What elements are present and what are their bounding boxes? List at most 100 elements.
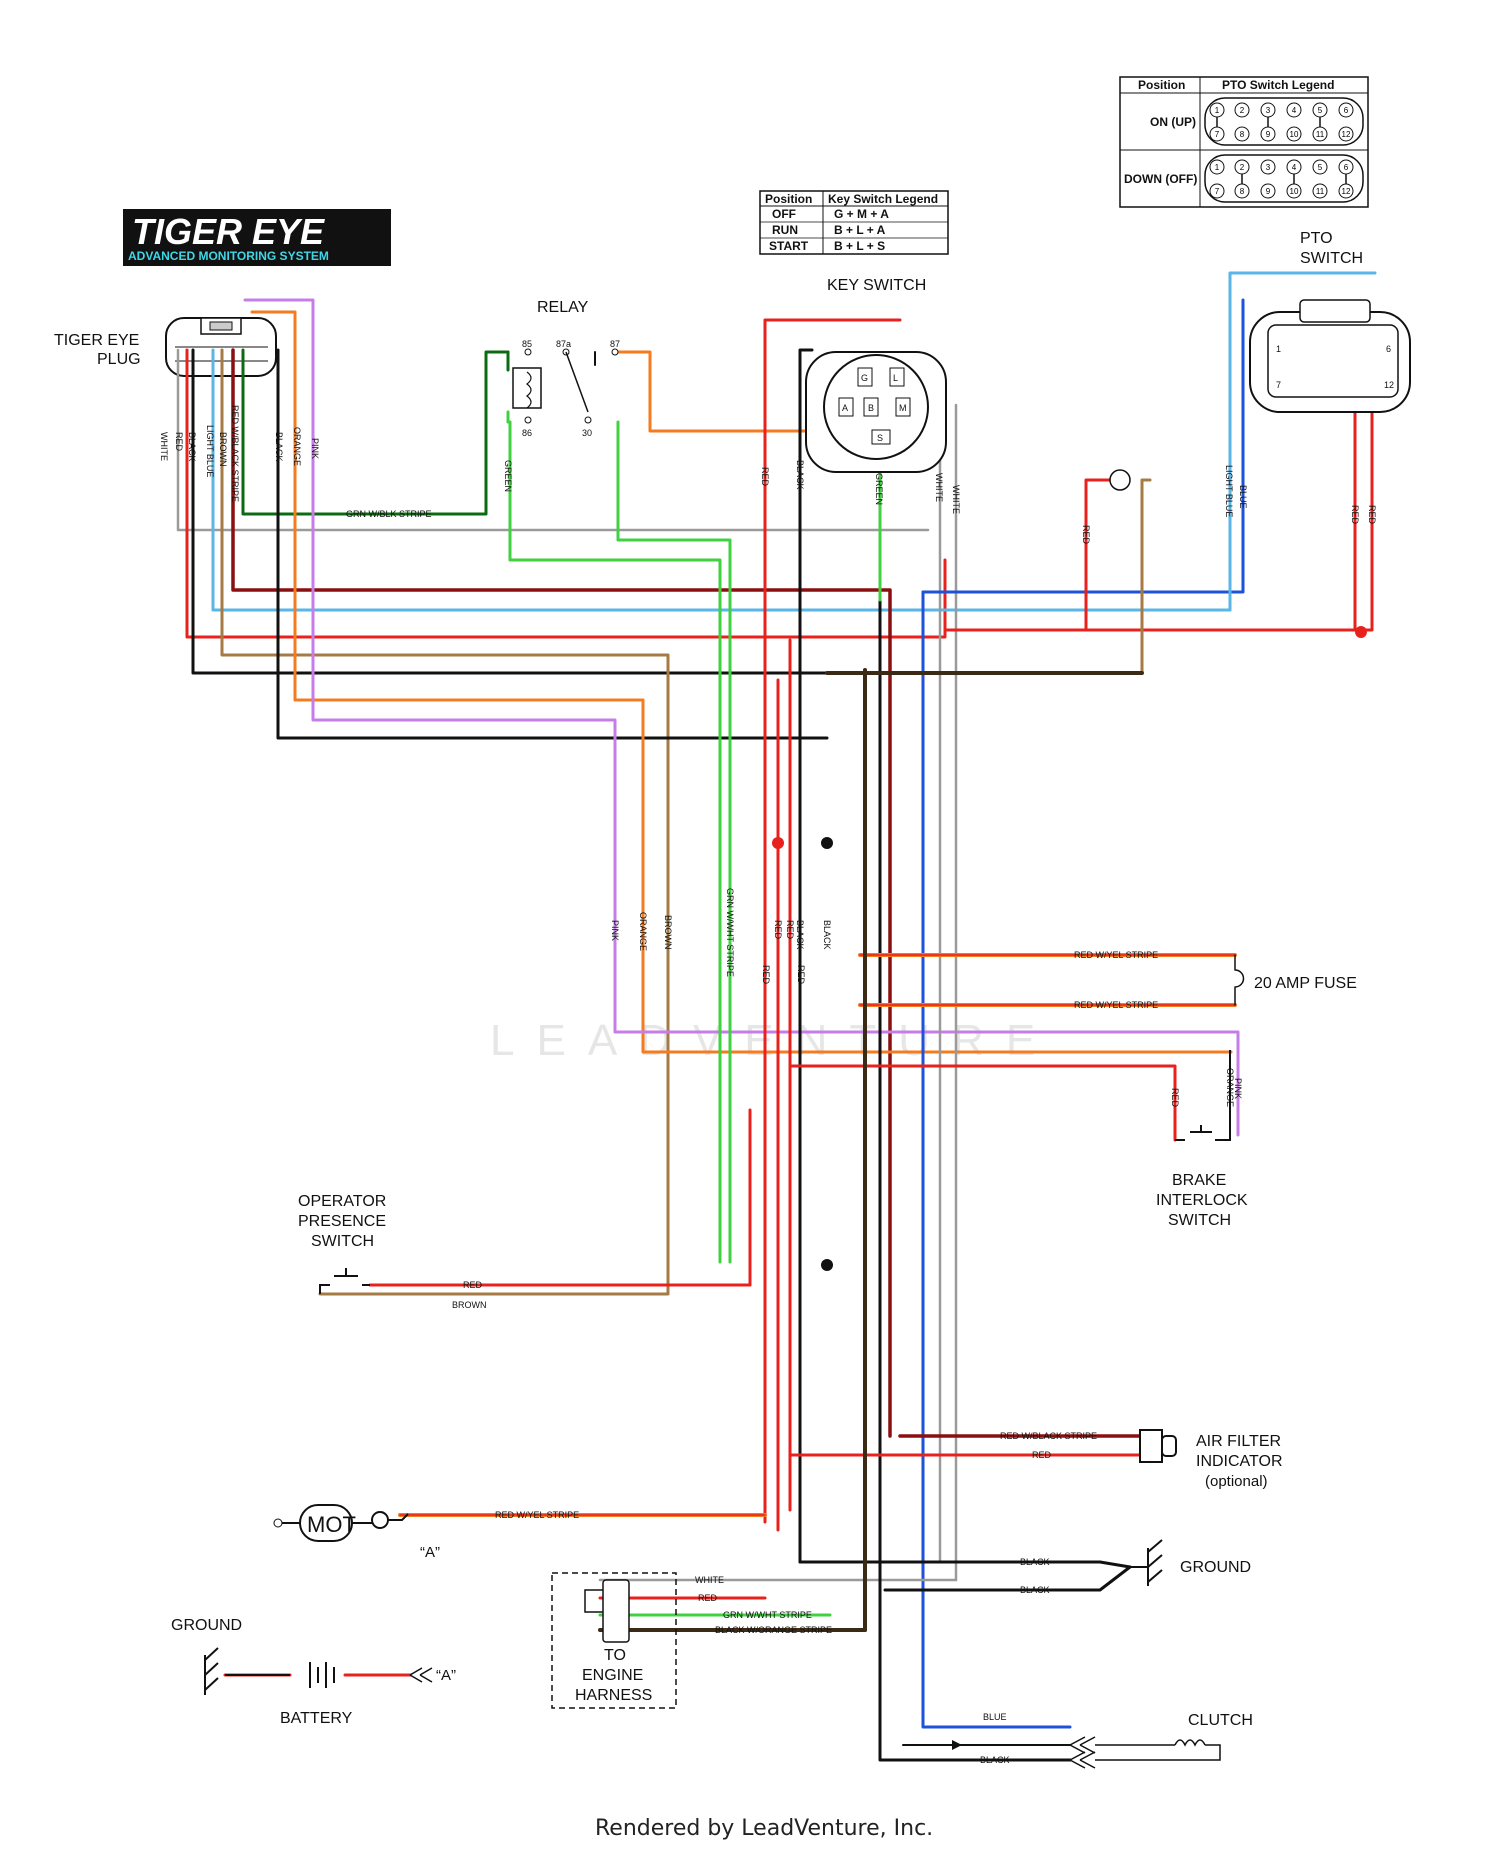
wire-label-red-black-af: RED W/BLACK STRIPE — [1000, 1431, 1097, 1441]
wire-label-black-clutch: BLACK — [980, 1755, 1010, 1765]
pto-legend-pin-label: 1 — [1215, 106, 1220, 115]
pto-legend-pin-label: 7 — [1215, 187, 1220, 196]
wire-label-grn-blk: GRN W/BLK STRIPE — [346, 509, 432, 519]
ks-terminal-s: S — [877, 433, 883, 443]
brand-subtitle: ADVANCED MONITORING SYSTEM — [128, 249, 329, 263]
wire-label-red-lamp: RED — [1081, 525, 1091, 545]
operator-label-2: PRESENCE — [298, 1213, 386, 1230]
pto-connector-pin-1: 1 — [1276, 344, 1281, 354]
pto-connector-pin-6: 6 — [1386, 344, 1391, 354]
wire-label-pink-brake: PINK — [1233, 1078, 1243, 1099]
wire-label-grn-wht: GRN W/WHT STRIPE — [725, 888, 735, 977]
wire-label-brown: BROWN — [218, 432, 228, 467]
wire-label-red-v2: RED — [785, 920, 795, 940]
ks-row-off-val: G + M + A — [834, 207, 889, 221]
ref-a-mot: “A” — [420, 1544, 440, 1561]
wire-label-red-brake: RED — [1170, 1088, 1180, 1108]
pto-legend-pin-label: 12 — [1342, 130, 1351, 139]
wire-label-red-ks: RED — [760, 467, 770, 487]
ks-row-run-val: B + L + A — [834, 223, 886, 237]
wire-label-red-pto: RED — [1350, 505, 1360, 525]
relay-pin-87: 87 — [610, 339, 620, 349]
pto-legend-pin-label: 12 — [1342, 187, 1351, 196]
pto-legend-pin-circle — [1260, 159, 1276, 175]
wire-label-red-af: RED — [1032, 1450, 1052, 1460]
pto-pos-off: DOWN (OFF) — [1124, 172, 1197, 186]
wire-label-white-eh: WHITE — [695, 1575, 724, 1585]
wire-label-red-pto-2: RED — [1367, 505, 1377, 525]
junction-dots — [772, 626, 1367, 1271]
wire-label-light-blue-pto: LIGHT BLUE — [1224, 465, 1234, 517]
ground-right-label: GROUND — [1180, 1559, 1251, 1576]
engine-harness-label-2: ENGINE — [582, 1667, 643, 1684]
pto-connector-pin-12: 12 — [1384, 380, 1394, 390]
pto-switch-legend: Position PTO Switch Legend ON (UP) DOWN … — [1119, 76, 1369, 208]
wire-label-light-blue: LIGHT BLUE — [205, 425, 215, 477]
pto-legend-pin-label: 6 — [1344, 163, 1349, 172]
ks-row-start-pos: START — [769, 239, 809, 253]
pto-legend-pin-label: 9 — [1266, 187, 1271, 196]
brand-name: TIGER EYE — [132, 211, 325, 252]
brake-label-3: SWITCH — [1168, 1212, 1231, 1229]
wire-label-red: RED — [174, 432, 184, 452]
pto-legend-pin-label: 10 — [1290, 187, 1299, 196]
pto-legend-pin-circle — [1209, 183, 1225, 199]
relay-pin-85: 85 — [522, 339, 532, 349]
pto-legend-pin-label: 4 — [1292, 106, 1297, 115]
mot-label: MOT — [307, 1512, 356, 1537]
wire-label-red-op: RED — [463, 1280, 483, 1290]
pto-legend-pin-label: 2 — [1240, 106, 1245, 115]
pto-legend-pin-label: 10 — [1290, 130, 1299, 139]
pto-legend-pin-label: 2 — [1240, 163, 1245, 172]
wire-label-brown-op: BROWN — [452, 1300, 487, 1310]
wire-label-red-black: RED W/BLACK STRIPE — [230, 405, 240, 502]
ks-row-run-pos: RUN — [772, 223, 798, 237]
pto-legend-pin-circle — [1286, 126, 1302, 142]
wires — [176, 271, 1377, 1762]
pto-legend-pin-label: 4 — [1292, 163, 1297, 172]
pto-legend-pin-circle — [1312, 159, 1328, 175]
pto-switch-label-1: PTO — [1300, 230, 1333, 247]
relay-pin-30: 30 — [582, 428, 592, 438]
footer-credit: Rendered by LeadVenture, Inc. — [595, 1816, 933, 1841]
ground-symbol-right — [1130, 1539, 1163, 1586]
clutch — [952, 1736, 1221, 1769]
pto-legend-pin-label: 11 — [1316, 130, 1325, 139]
pto-legend-pin-circle — [1338, 102, 1354, 118]
wire-labels: WHITE RED BLACK LIGHT BLUE BROWN RED W/B… — [159, 405, 1377, 1765]
ks-row-off-pos: OFF — [772, 207, 796, 221]
pto-legend-pin-circle — [1286, 102, 1302, 118]
relay-label: RELAY — [537, 299, 589, 316]
watermark: LEADVENTURE — [490, 1016, 1057, 1065]
ks-header-legend: Key Switch Legend — [828, 192, 938, 206]
wire-label-red-eh: RED — [698, 1593, 718, 1603]
relay-pin-87a: 87a — [556, 339, 571, 349]
air-filter-label-2: INDICATOR — [1196, 1453, 1283, 1470]
wire-label-blk-orange-eh: BLACK W/ORANGE STRIPE — [715, 1625, 832, 1635]
battery-label: BATTERY — [280, 1710, 353, 1727]
key-switch: G L A B M S — [805, 351, 947, 473]
wire-label-black-v2: BLACK — [822, 920, 832, 950]
pto-legend-pin-circle — [1209, 159, 1225, 175]
engine-harness-label-3: HARNESS — [575, 1687, 652, 1704]
tiger-eye-plug-label-1: TIGER EYE — [54, 332, 139, 349]
pto-legend-pin-circle — [1260, 183, 1276, 199]
wire-label-black: BLACK — [187, 432, 197, 462]
air-filter-label-3: (optional) — [1205, 1473, 1268, 1490]
wire-label-white-ks-2: WHITE — [951, 485, 961, 514]
operator-label-3: SWITCH — [311, 1233, 374, 1250]
engine-harness-connector — [551, 1572, 677, 1709]
wire-label-blue-clutch: BLUE — [983, 1712, 1007, 1722]
wire-label-red-yel-mot: RED W/YEL STRIPE — [495, 1510, 579, 1520]
pto-legend-pin-label: 6 — [1344, 106, 1349, 115]
indicator-lamp — [1109, 469, 1131, 491]
ref-a-battery: “A” — [436, 1667, 456, 1684]
pto-legend-pin-circle — [1338, 126, 1354, 142]
wire-label-red-v4: RED — [796, 965, 806, 985]
ground-left-label: GROUND — [171, 1617, 242, 1634]
pto-legend-pin-label: 11 — [1316, 187, 1325, 196]
clutch-label: CLUTCH — [1188, 1712, 1253, 1729]
wire-label-black-gnd-2: BLACK — [1020, 1585, 1050, 1595]
wire-label-orange: ORANGE — [292, 427, 302, 466]
tiger-eye-logo: TIGER EYE ADVANCED MONITORING SYSTEM — [123, 209, 391, 266]
